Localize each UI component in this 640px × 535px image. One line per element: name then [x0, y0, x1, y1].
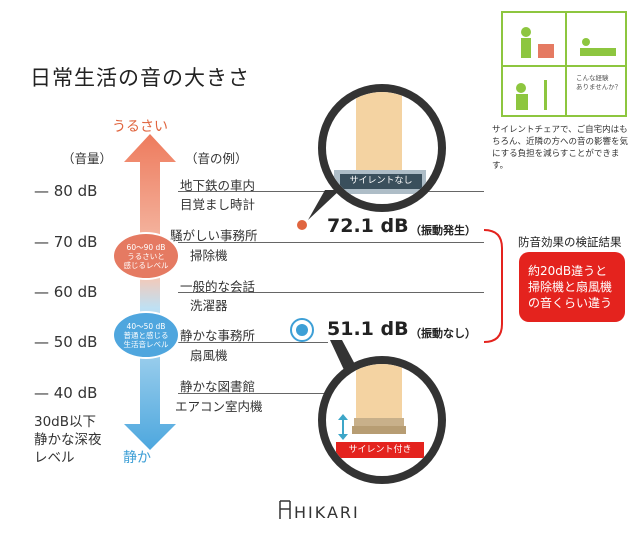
db-label: — 40 dB [34, 384, 98, 402]
chair-label: サイレントなし [340, 174, 422, 189]
level-line [178, 393, 328, 394]
chair-label: サイレント付き [336, 442, 424, 458]
examples-header: （音の例） [185, 151, 248, 166]
loud-label: うるさい [112, 119, 168, 135]
db-label: — 80 dB [34, 182, 98, 200]
db-label: — 70 dB [34, 233, 98, 251]
illustration-caption: こんな経験 ありませんか？ [576, 74, 622, 91]
measurement-with-vibration: 72.1 dB [327, 215, 409, 237]
chair-leg-without-silent: サイレントなし [318, 84, 446, 212]
db-label: — 50 dB [34, 333, 98, 351]
neighbor-noise-illustration: こんな経験 ありませんか？ [496, 10, 628, 118]
page-title: 日常生活の音の大きさ [30, 66, 250, 90]
measurement-note: （振動発生） [410, 224, 476, 237]
verification-heading: 防音効果の検証結果 [518, 235, 622, 249]
db-label: — 60 dB [34, 283, 98, 301]
loud-range-bubble: 60〜90 dB うるさいと 感じるレベル [112, 232, 180, 280]
quiet-label: 静か [123, 450, 151, 466]
arrow-icon [338, 414, 348, 440]
example-item: 扇風機 [190, 348, 228, 363]
example-item: 掃除機 [190, 248, 228, 263]
level-line [178, 242, 484, 243]
example-item: エアコン室内機 [175, 399, 263, 414]
pointer-tail [308, 190, 340, 220]
vibration-dot [297, 220, 307, 230]
example-item: 一般的な会話 [180, 279, 256, 294]
quiet-night-note: 30dB以下 静かな深夜 レベル [34, 414, 102, 466]
level-line [178, 342, 328, 343]
silent-chair-description: サイレントチェアで、ご自宅内はもちろん、近隣の方への音の影響を気にする負担を減ら… [492, 125, 629, 171]
chair-leg-with-silent: サイレント付き [318, 356, 446, 484]
hikari-logo-icon [279, 500, 291, 519]
example-item: 地下鉄の車内 [180, 178, 256, 193]
example-item: 騒がしい事務所 [170, 228, 258, 243]
verification-result: 約20dB違うと 掃除機と扇風機 の音くらい違う [519, 252, 625, 322]
comparison-bracket [483, 229, 503, 343]
example-item: 静かな図書館 [180, 379, 256, 394]
example-item: 目覚まし時計 [180, 197, 256, 212]
example-item: 洗濯器 [190, 298, 228, 313]
volume-header: （音量） [62, 151, 113, 166]
loudness-arrow [124, 134, 176, 450]
example-item: 静かな事務所 [180, 328, 256, 343]
quiet-range-bubble: 40〜50 dB 普通と感じる 生活音レベル [112, 311, 180, 359]
level-line [178, 292, 484, 293]
measurement-note: （振動なし） [410, 327, 476, 340]
brand-logo: HIKARI [294, 503, 360, 522]
measurement-without-vibration: 51.1 dB [327, 318, 409, 340]
silent-ripple-icon [290, 318, 314, 342]
